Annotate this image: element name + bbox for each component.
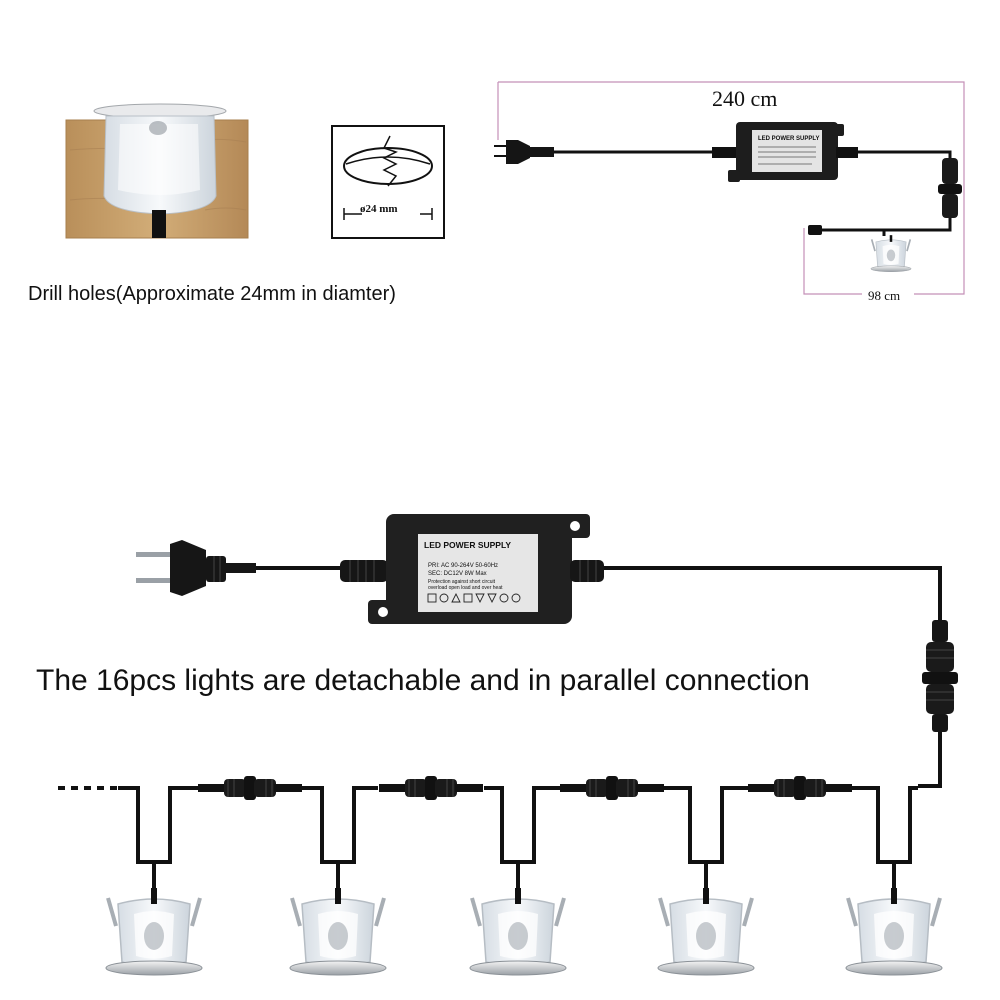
- light-cable-length-label: 98 cm: [868, 288, 900, 303]
- psu-primary-rating: PRI: AC 90-264V 50-60Hz: [428, 563, 498, 569]
- drill-holes-caption: Drill holes(Approximate 24mm in diamter): [28, 283, 396, 305]
- inline-connector: [378, 775, 484, 801]
- svg-text:LED POWER SUPPLY: LED POWER SUPPLY: [758, 136, 819, 142]
- hole-diameter-sketch: [331, 125, 445, 239]
- parallel-connection-caption: The 16pcs lights are detachable and in p…: [36, 664, 810, 697]
- inline-connector: [747, 775, 853, 801]
- psu-title: LED POWER SUPPLY: [424, 540, 511, 550]
- certification-marks-icon: [427, 592, 521, 604]
- parallel-wiring-diagram: LED POWER SUPPLY PRI: AC 90-264V 50-60Hz…: [58, 514, 958, 977]
- recessed-light: [844, 886, 944, 977]
- psu-protection-line-2: overload open load and over heat: [428, 585, 503, 591]
- main-waterproof-connector: [922, 620, 958, 732]
- recessed-light: [288, 886, 388, 977]
- recessed-light: [656, 886, 756, 977]
- recessed-light: [468, 886, 568, 977]
- eu-plug: [136, 540, 256, 596]
- hole-diameter-label: ø24 mm: [360, 203, 398, 215]
- recessed-light: [104, 886, 204, 977]
- inline-connector: [197, 775, 303, 801]
- led-power-supply: LED POWER SUPPLY PRI: AC 90-264V 50-60Hz…: [368, 514, 590, 624]
- total-cable-length-label: 240 cm: [712, 86, 777, 111]
- cable-length-schematic: LED POWER SUPPLY: [494, 81, 965, 295]
- psu-protection-line-1: Protection against short circuit: [428, 579, 496, 585]
- installed-light-photo: [65, 103, 249, 239]
- psu-secondary-rating: SEC: DC12V 8W Max: [428, 571, 487, 577]
- inline-connector: [559, 775, 665, 801]
